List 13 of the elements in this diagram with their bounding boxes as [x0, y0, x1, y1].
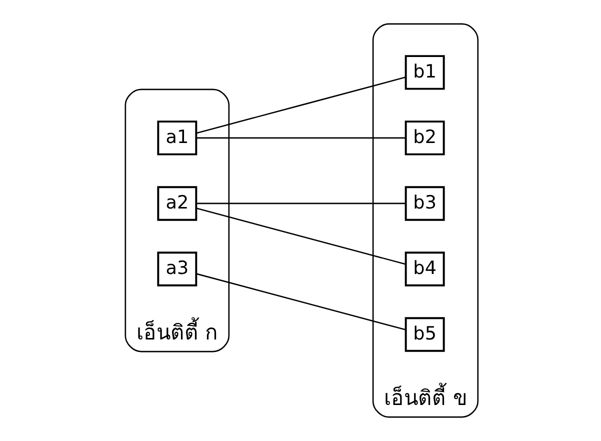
connector	[196, 208, 406, 265]
connector	[196, 273, 406, 330]
node-box: a1	[156, 120, 197, 156]
node-box: a3	[156, 252, 197, 286]
connector	[196, 137, 406, 139]
connector	[196, 76, 406, 134]
node-box: a2	[156, 186, 197, 221]
node-box: b3	[404, 186, 444, 221]
connector	[196, 202, 406, 204]
node-box: b5	[404, 317, 444, 352]
node-box: b4	[404, 252, 444, 286]
node-box: b2	[404, 120, 444, 156]
node-box: b1	[404, 55, 444, 90]
